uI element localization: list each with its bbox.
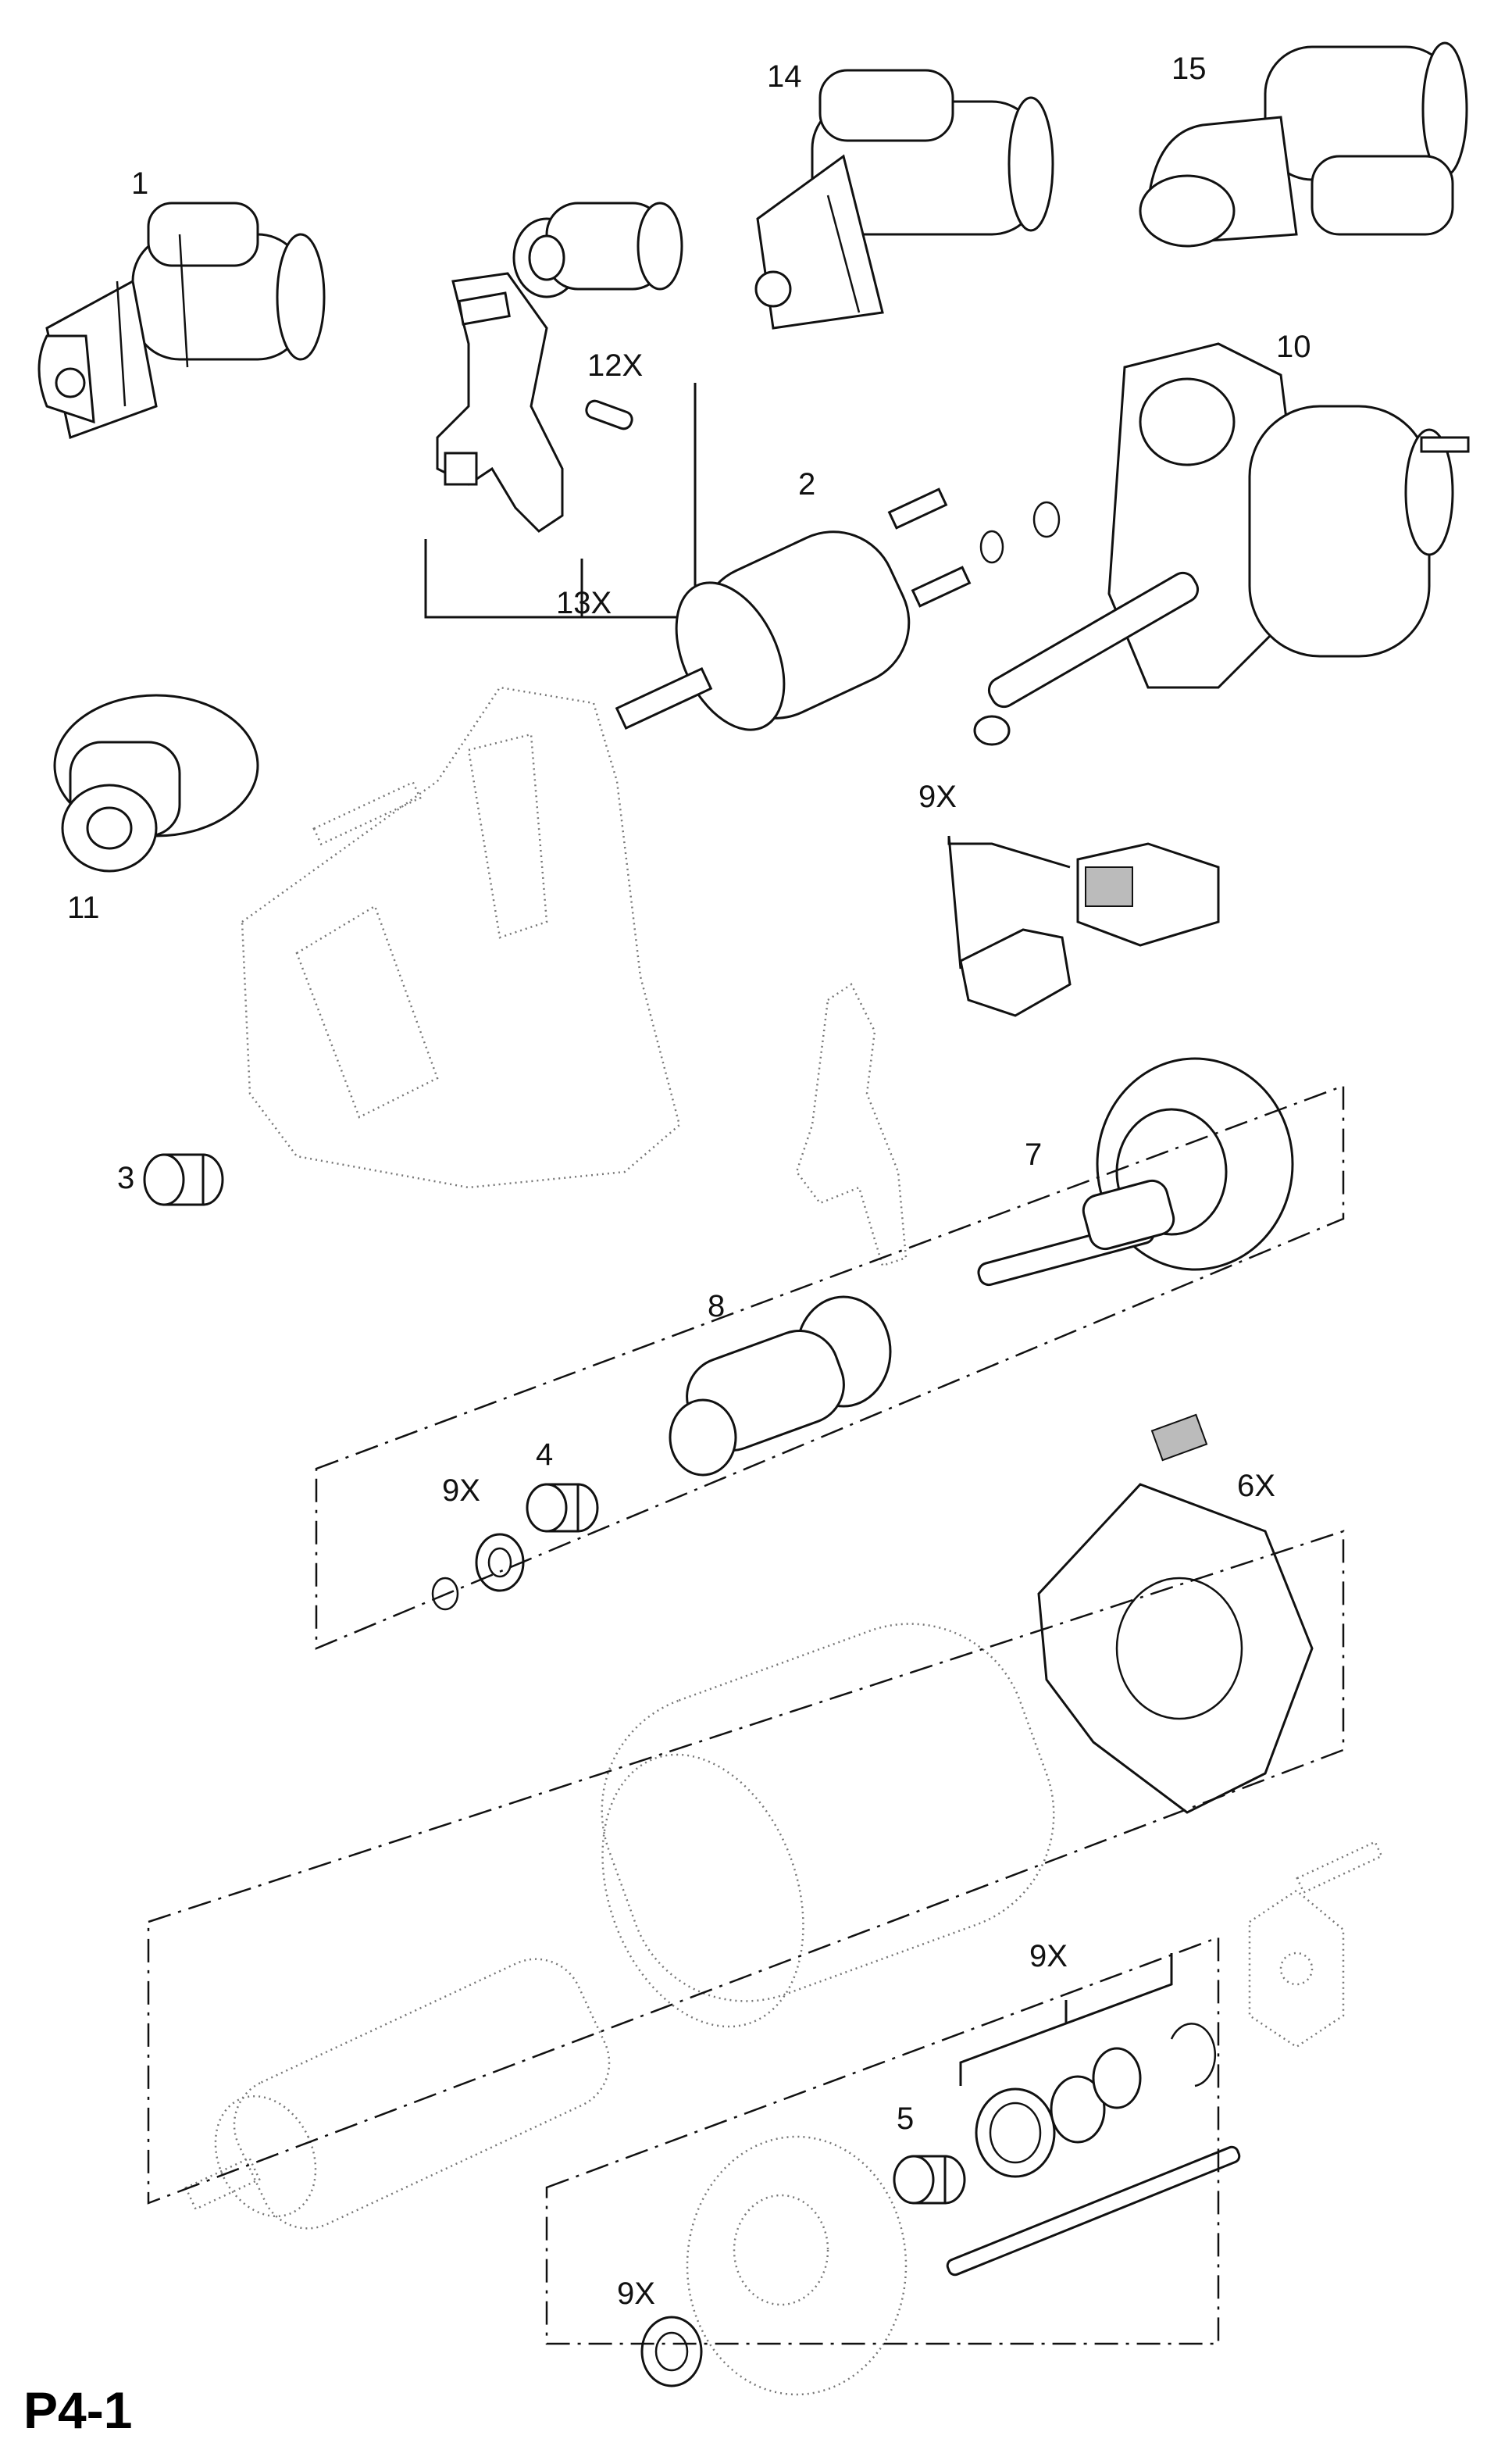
callout-6x: 6X xyxy=(1237,1469,1275,1503)
callout-7: 7 xyxy=(1025,1137,1043,1172)
part-6x-brush-holder xyxy=(1037,1413,1314,1814)
part-10-field-housing xyxy=(973,342,1470,746)
callout-4: 4 xyxy=(536,1437,554,1472)
part-9x-connector-terminal xyxy=(959,842,1220,1017)
bracket-13x xyxy=(424,383,697,619)
callout-3: 3 xyxy=(117,1161,135,1195)
part-1-starter-motor xyxy=(37,202,326,439)
callout-14: 14 xyxy=(767,59,802,94)
callout-9x-bottom: 9X xyxy=(617,2277,655,2311)
part-through-bolt xyxy=(946,2145,1241,2277)
part-4-bushing xyxy=(526,1483,599,1533)
bracket-9x-lower xyxy=(959,1953,1173,2086)
callout-13x: 13X xyxy=(556,586,612,620)
callout-8: 8 xyxy=(708,1289,726,1323)
assembly-centerlines xyxy=(147,1084,1345,2345)
part-2-solenoid xyxy=(615,487,972,731)
ghost-armature xyxy=(184,1958,611,2230)
leader-9x-connector xyxy=(947,835,1071,970)
part-5-bushing xyxy=(893,2155,966,2205)
ghost-drive-end-housing xyxy=(241,686,681,1189)
ghost-end-bracket xyxy=(1248,1841,1383,2048)
part-7-planetary-gear-drive xyxy=(977,1057,1294,1287)
callout-15: 15 xyxy=(1171,52,1207,86)
part-15-starter-motor xyxy=(1139,41,1468,248)
part-13x-shift-fork xyxy=(436,272,564,533)
callout-9x-connector: 9X xyxy=(918,780,957,814)
part-3-bushing xyxy=(143,1153,224,1206)
callout-10: 10 xyxy=(1276,330,1311,364)
part-14-starter-motor xyxy=(754,69,1054,330)
part-11-drive-pinion xyxy=(53,694,259,873)
callout-11: 11 xyxy=(67,891,100,925)
page-code: P4-1 xyxy=(23,2381,133,2439)
callout-12x: 12X xyxy=(587,348,644,383)
part-9x-washers-mid xyxy=(431,1533,525,1611)
callout-2: 2 xyxy=(798,467,816,502)
callout-5: 5 xyxy=(897,2102,915,2136)
callout-1: 1 xyxy=(131,166,149,201)
callout-9x-mid: 9X xyxy=(442,1473,480,1508)
part-8-overrunning-clutch xyxy=(669,1295,892,1477)
part-9x-washer-bottom xyxy=(640,2316,703,2387)
part-12x-pin xyxy=(585,399,633,430)
part-9x-washers-upper xyxy=(979,501,1061,564)
ghost-pole-housing xyxy=(601,1623,1055,2028)
ghost-shift-fork xyxy=(795,983,908,1267)
part-13x-solenoid-plunger xyxy=(512,202,683,298)
callout-9x-lower: 9X xyxy=(1029,1939,1068,1973)
ghost-commutator-end-cover xyxy=(686,2135,908,2396)
part-9x-washers-lower xyxy=(975,2023,1217,2178)
